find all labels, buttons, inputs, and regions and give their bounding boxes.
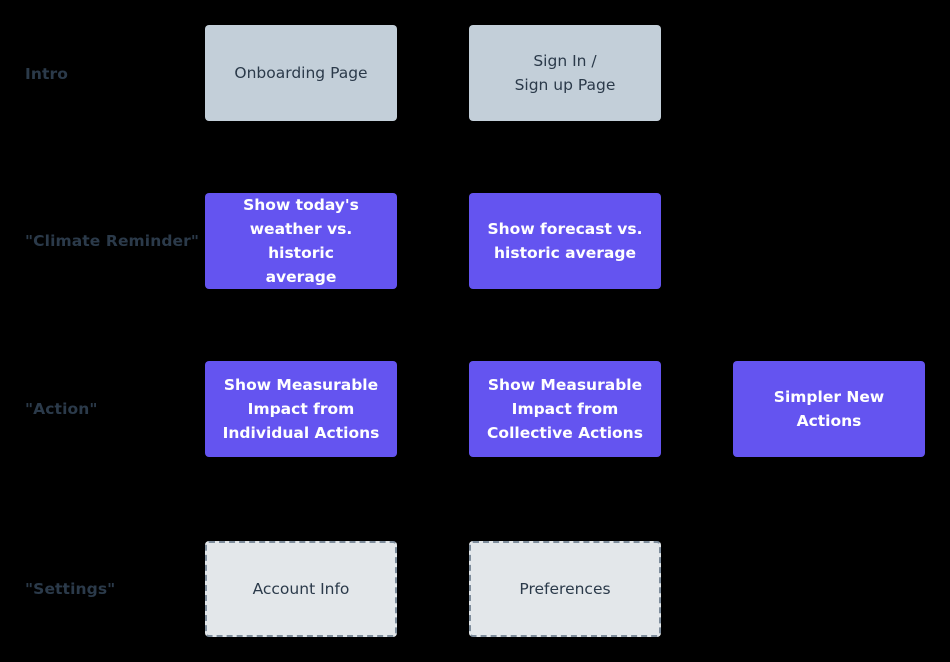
node-label: Sign In / Sign up Page: [514, 52, 616, 94]
node-label: Preferences: [519, 580, 611, 598]
node-label: Show Measurable Impact from Individual A…: [222, 376, 380, 442]
node-label: Show Measurable Impact from Collective A…: [487, 376, 643, 442]
row-label-action: "Action": [25, 400, 98, 418]
node-label: Show forecast vs. historic average: [487, 220, 643, 262]
node-show-todays-weather-vs-historic-average[interactable]: Show today's weather vs. historic averag…: [205, 193, 397, 289]
node-label: Account Info: [252, 580, 350, 598]
node-label: Show today's weather vs. historic averag…: [243, 196, 359, 286]
row-label-settings: "Settings": [25, 580, 116, 598]
row-label-climate-reminder: "Climate Reminder": [25, 232, 200, 250]
node-show-forecast-vs-historic-average[interactable]: Show forecast vs. historic average: [469, 193, 661, 289]
node-label: Onboarding Page: [234, 64, 368, 82]
node-show-measurable-impact-individual-actions[interactable]: Show Measurable Impact from Individual A…: [205, 361, 397, 457]
node-label: Simpler New Actions: [773, 388, 885, 430]
node-onboarding-page[interactable]: Onboarding Page: [205, 25, 397, 121]
node-account-info[interactable]: Account Info: [205, 541, 397, 637]
node-show-measurable-impact-collective-actions[interactable]: Show Measurable Impact from Collective A…: [469, 361, 661, 457]
node-sign-in-sign-up-page[interactable]: Sign In / Sign up Page: [469, 25, 661, 121]
row-label-intro: Intro: [25, 65, 69, 83]
node-preferences[interactable]: Preferences: [469, 541, 661, 637]
node-simpler-new-actions[interactable]: Simpler New Actions: [733, 361, 925, 457]
